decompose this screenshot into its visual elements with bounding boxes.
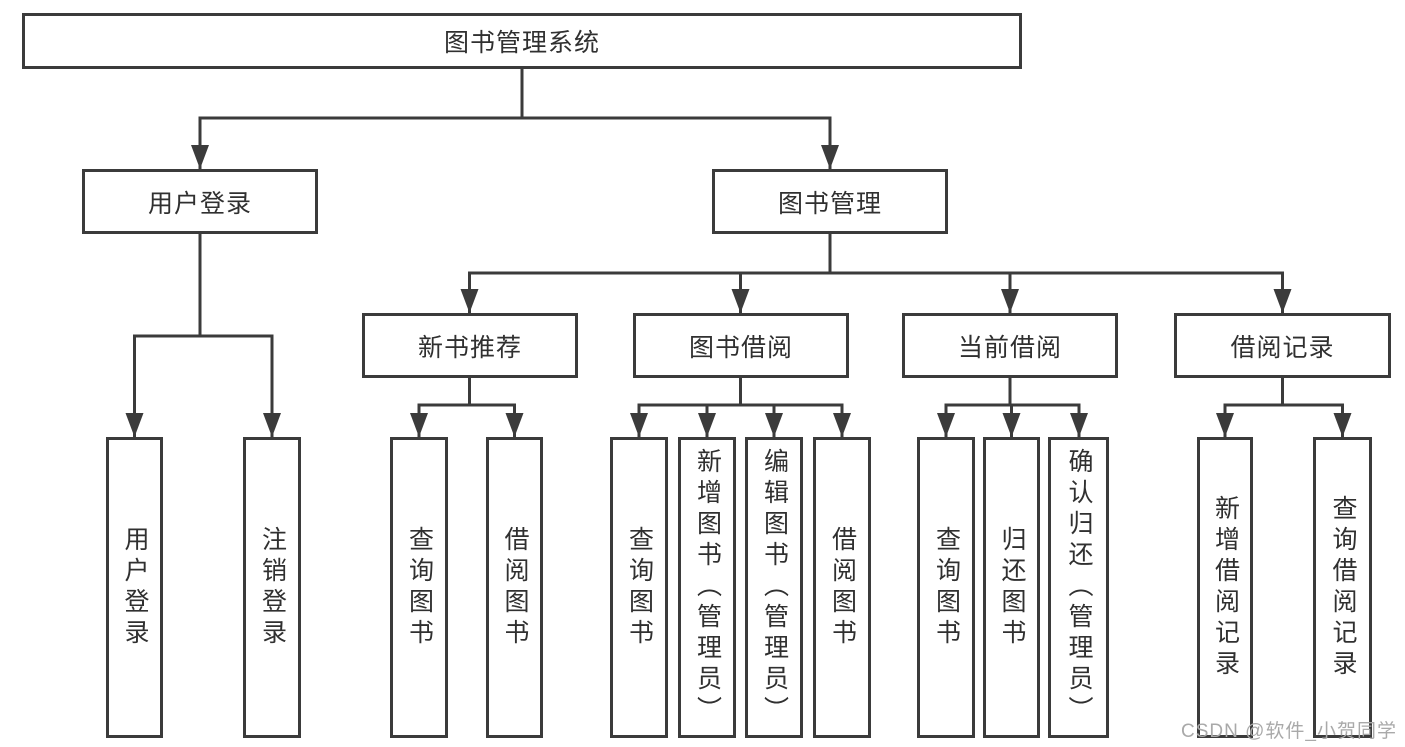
leaf-add-borrow-record-label: 新增借阅记录	[1211, 494, 1240, 681]
node-book-borrow-label: 图书借阅	[688, 333, 793, 362]
leaf-newbook-query-books: 查询图书	[390, 437, 448, 738]
node-book-management-label: 图书管理	[777, 189, 882, 218]
leaf-current-query-books: 查询图书	[917, 437, 975, 738]
leaf-user-login-label: 用户登录	[121, 525, 149, 650]
connector-bookborrow-children	[630, 377, 851, 437]
leaf-return-books-label: 归还图书	[998, 525, 1026, 650]
connector-borrowrecord-children	[1216, 377, 1352, 437]
node-current-borrow: 当前借阅	[902, 313, 1118, 378]
leaf-borrow-query-books-label: 查询图书	[625, 525, 654, 650]
leaf-edit-books-admin: 编辑图书（管理员）	[745, 437, 803, 738]
leaf-newbook-query-books-label: 查询图书	[405, 525, 434, 650]
node-new-book-recommend-label: 新书推荐	[417, 333, 522, 362]
leaf-borrow-books-label: 借阅图书	[828, 525, 857, 650]
leaf-confirm-return-admin: 确认归还（管理员）	[1048, 437, 1109, 738]
leaf-logout-label: 注销登录	[258, 525, 287, 650]
node-new-book-recommend: 新书推荐	[362, 313, 578, 378]
leaf-edit-books-admin-label: 编辑图书（管理员）	[760, 448, 789, 727]
leaf-newbook-borrow-books: 借阅图书	[486, 437, 543, 738]
node-user-login-label: 用户登录	[147, 189, 252, 218]
node-user-login: 用户登录	[82, 169, 318, 234]
leaf-logout: 注销登录	[243, 437, 301, 738]
node-borrow-record: 借阅记录	[1174, 313, 1391, 378]
leaf-add-books-admin: 新增图书（管理员）	[678, 437, 736, 738]
node-book-borrow: 图书借阅	[633, 313, 849, 378]
connector-login-children	[125, 233, 281, 437]
leaf-query-borrow-record: 查询借阅记录	[1313, 437, 1372, 738]
node-root-system: 图书管理系统	[22, 13, 1022, 69]
connector-currentborrow-children	[937, 377, 1088, 437]
connector-newbook-children	[410, 377, 524, 437]
connector-mgmt-to-level2	[460, 233, 1292, 313]
leaf-borrow-books: 借阅图书	[813, 437, 871, 738]
leaf-user-login: 用户登录	[106, 437, 163, 738]
connector-root-to-level1	[191, 68, 839, 169]
node-current-borrow-label: 当前借阅	[957, 333, 1062, 362]
leaf-add-borrow-record: 新增借阅记录	[1197, 437, 1253, 738]
leaf-borrow-query-books: 查询图书	[610, 437, 668, 738]
leaf-query-borrow-record-label: 查询借阅记录	[1329, 494, 1357, 681]
leaf-current-query-books-label: 查询图书	[932, 525, 961, 650]
node-book-management: 图书管理	[712, 169, 948, 234]
csdn-watermark: CSDN @软件_小贺同学	[1181, 721, 1397, 742]
node-root-label: 图书管理系统	[443, 29, 600, 57]
node-borrow-record-label: 借阅记录	[1230, 333, 1335, 362]
leaf-newbook-borrow-books-label: 借阅图书	[501, 525, 529, 650]
leaf-return-books: 归还图书	[983, 437, 1040, 738]
leaf-confirm-return-admin-label: 确认归还（管理员）	[1065, 448, 1093, 727]
leaf-add-books-admin-label: 新增图书（管理员）	[693, 448, 722, 727]
